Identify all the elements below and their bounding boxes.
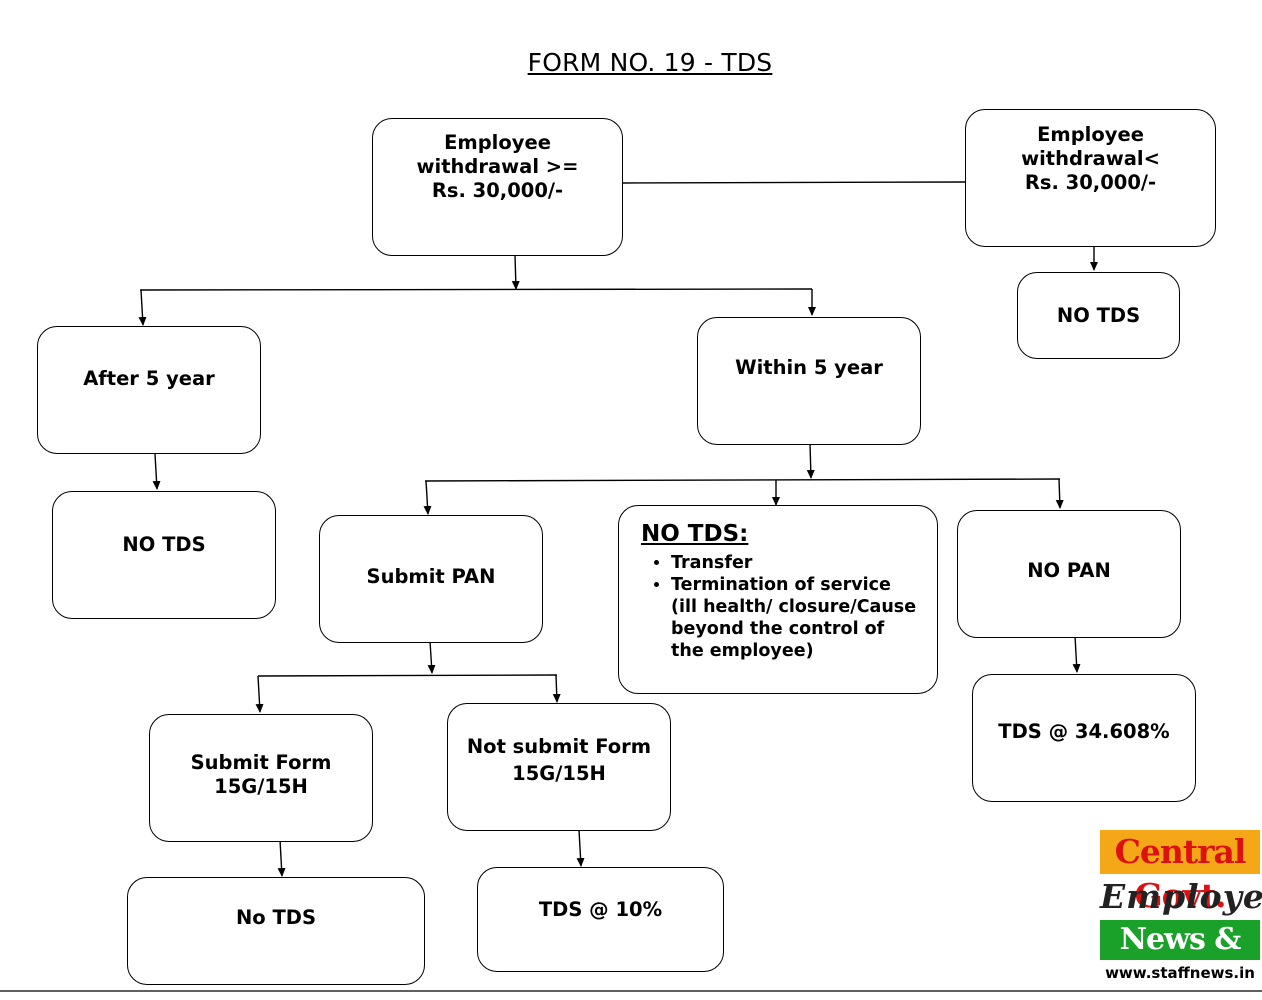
box-no-tds-right-label: NO TDS [1056, 303, 1141, 327]
no-tds-list-item: Termination of service (ill health/ clos… [671, 574, 917, 662]
no-tds-list-heading: NO TDS: [641, 521, 749, 547]
box-tds-34-label: TDS @ 34.608% [998, 720, 1170, 743]
box-within-5-year: Within 5 year [697, 317, 921, 445]
box-submit-form-line2: 15G/15H [214, 775, 308, 798]
box-no-tds-right: NO TDS [1017, 272, 1180, 359]
box-submit-pan: Submit PAN [319, 515, 543, 643]
box-no-pan: NO PAN [957, 510, 1181, 638]
box-after-5-year: After 5 year [37, 326, 261, 454]
logo-line2: Employees [1100, 877, 1262, 916]
box-no-tds-after-label: NO TDS [122, 533, 206, 556]
box-no-tds-after: NO TDS [52, 491, 276, 619]
logo-line1: Central Govt. [1100, 830, 1260, 915]
box-not-submit-form-line2: 15G/15H [512, 762, 606, 785]
box-submit-pan-label: Submit PAN [366, 565, 496, 588]
box-withdrawal-high-line2: withdrawal >= [416, 155, 579, 178]
box-withdrawal-low-line2: withdrawal< [1021, 147, 1160, 170]
box-after-5-year-label: After 5 year [83, 367, 215, 390]
box-tds-10: TDS @ 10% [477, 867, 724, 972]
box-withdrawal-high: Employee withdrawal >= Rs. 30,000/- [372, 118, 623, 256]
box-withdrawal-low-line1: Employee [1037, 123, 1144, 146]
box-not-submit-form: Not submit Form 15G/15H [447, 703, 671, 831]
box-withdrawal-low: Employee withdrawal< Rs. 30,000/- [965, 109, 1216, 247]
diagram-title: FORM NO. 19 - TDS [527, 48, 773, 77]
logo-url: www.staffnews.in [1105, 964, 1255, 982]
box-no-tds-list: NO TDS: Transfer Termination of service … [618, 505, 938, 694]
box-submit-form: Submit Form 15G/15H [149, 714, 373, 842]
box-no-tds-bottom: No TDS [127, 877, 425, 985]
site-logo: Central Govt. Employees News & Tools www… [1100, 830, 1262, 997]
box-tds-10-label: TDS @ 10% [538, 898, 663, 921]
logo-line3: News & Tools [1100, 920, 1260, 997]
box-withdrawal-low-line3: Rs. 30,000/- [1024, 171, 1157, 194]
box-no-tds-bottom-label: No TDS [235, 906, 317, 929]
box-withdrawal-high-line1: Employee [444, 131, 551, 154]
no-tds-list: Transfer Termination of service (ill hea… [641, 552, 917, 662]
box-not-submit-form-line1: Not submit Form [466, 735, 652, 758]
box-no-pan-label: NO PAN [1027, 559, 1111, 582]
box-tds-34: TDS @ 34.608% [972, 674, 1196, 802]
box-withdrawal-high-line3: Rs. 30,000/- [431, 179, 564, 202]
box-submit-form-line1: Submit Form [190, 751, 332, 774]
box-within-5-year-label: Within 5 year [735, 355, 883, 379]
no-tds-list-item: Transfer [671, 552, 917, 574]
